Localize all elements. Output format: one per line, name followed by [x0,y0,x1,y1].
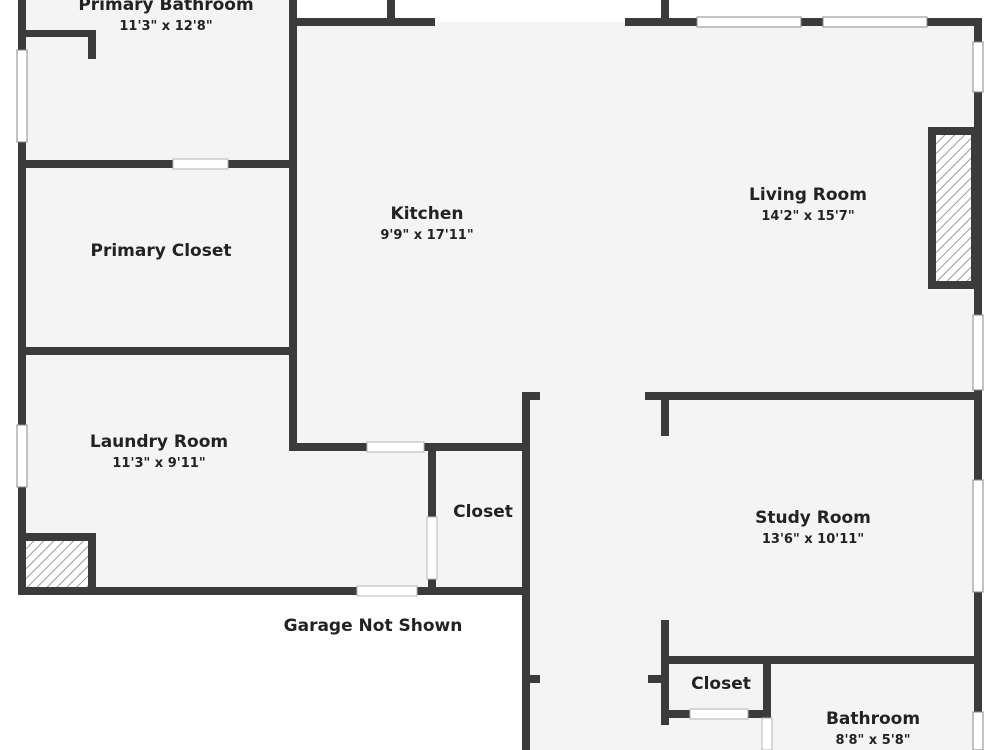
garage-note: Garage Not Shown [284,616,463,636]
study-room-dims: 13'6" x 10'11" [762,532,864,547]
floor-areas [20,0,980,750]
wall [645,392,982,400]
laundry-room-label: Laundry Room [90,432,228,452]
doorway [172,158,229,170]
wall [18,160,297,168]
window [972,479,984,593]
wall [18,0,26,595]
wall [18,30,96,37]
doorway [366,441,425,453]
bathroom-label: Bathroom [826,709,920,729]
primary-bathroom-dims: 11'3" x 12'8" [119,19,212,34]
wall [648,675,666,683]
study-room-label: Study Room [755,508,871,528]
study-room-floor [665,396,980,660]
window [696,16,802,28]
wall [522,392,530,750]
wall [661,0,669,22]
window [972,41,984,93]
wall [661,620,669,725]
doorway [761,717,773,750]
kitchen-label: Kitchen [391,204,464,224]
window [972,711,984,750]
wall [625,18,982,26]
wall [289,0,297,450]
primary-closet-floor [20,165,293,352]
kitchen-dims: 9'9" x 17'11" [380,228,473,243]
living-room-label: Living Room [749,185,867,205]
bathroom-floor [768,660,980,750]
study-closet-label: Closet [691,674,751,694]
wall [661,392,669,436]
kitchen-floor [293,22,528,447]
wall [18,347,297,355]
hall-closet-floor [433,447,528,592]
wall [289,18,435,26]
study-closet-floor [665,660,768,750]
doorway [356,585,418,597]
hall-closet-label: Closet [453,502,513,522]
living-room-floor [528,22,980,396]
fireplace-hearth [936,135,971,281]
wall [763,660,771,718]
wall [18,533,96,541]
laundry-corner-fixture [26,541,88,587]
doorway [689,708,749,720]
window [16,424,28,488]
wall [661,656,982,664]
wall [522,675,540,683]
primary-bathroom-floor [20,0,293,165]
living-room-dims: 14'2" x 15'7" [761,209,854,224]
window [972,314,984,391]
bathroom-dims: 8'8" x 5'8" [835,733,910,748]
wall [88,533,96,595]
wall [522,392,540,400]
primary-closet-label: Primary Closet [91,241,232,261]
window [822,16,928,28]
door-openings [172,158,773,750]
wall [88,30,96,59]
windows [16,16,984,750]
window [16,49,28,143]
wall [387,0,395,22]
primary-bathroom-label: Primary Bathroom [78,0,253,15]
wall [18,587,530,595]
doorway [426,516,438,580]
laundry-room-dims: 11'3" x 9'11" [112,456,205,471]
hallway-floor [528,396,668,750]
